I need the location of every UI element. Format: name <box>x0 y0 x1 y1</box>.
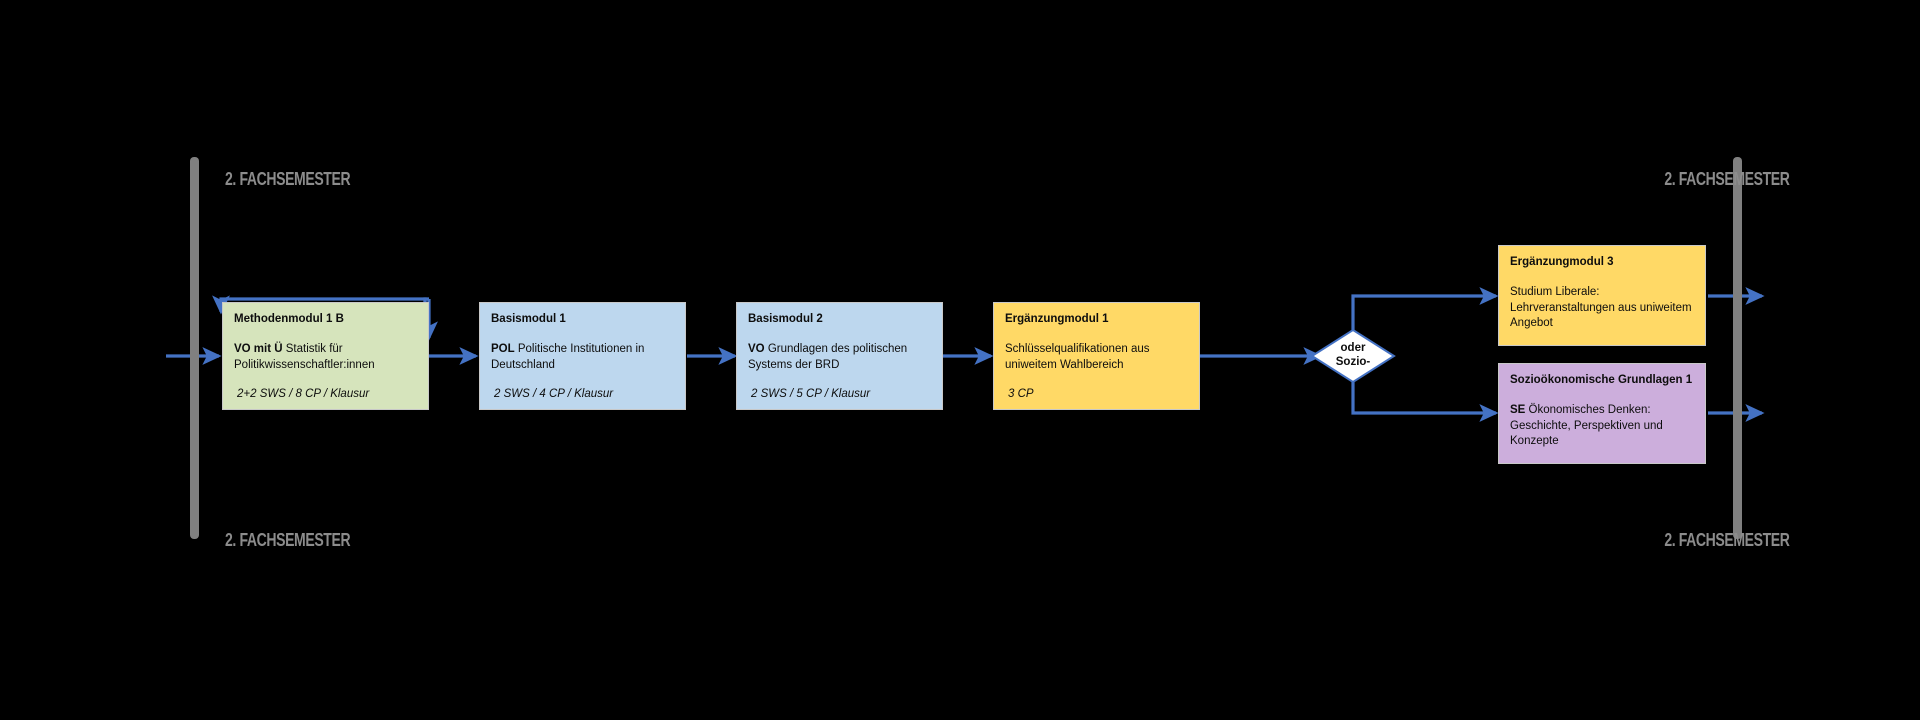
module-description-prefix: VO <box>748 343 765 356</box>
module-title: Methodenmodul 1 B <box>234 313 344 325</box>
module-ergaenzungmodul-3[interactable]: Ergänzungmodul 3 Studium Liberale: Lehrv… <box>1498 245 1706 346</box>
semester-label-bottom-right: 2. FACHSEMESTER <box>1664 530 1791 550</box>
module-description: VO mit Ü Statistik für Politikwissenscha… <box>234 342 417 373</box>
semester-divider-left-3 <box>190 281 199 353</box>
semester-divider-right-5 <box>1733 405 1742 477</box>
module-description-prefix: SE <box>1510 404 1526 417</box>
semester-label-top-left: 2. FACHSEMESTER <box>225 169 351 189</box>
module-description: Studium Liberale: Lehrveranstaltungen au… <box>1510 285 1694 331</box>
semester-label-top-right: 2. FACHSEMESTER <box>1664 169 1791 189</box>
module-credits: 2 SWS / 4 CP / Klausur <box>494 387 614 400</box>
semester-divider-left-5 <box>190 405 199 477</box>
decision-label-line-1: oder <box>1340 342 1366 355</box>
module-credits: 6 CP <box>1510 345 1694 346</box>
module-title: Basismodul 2 <box>748 313 823 325</box>
semester-divider-right-3 <box>1733 281 1742 353</box>
module-description-text: Schlüsselqualifikationen aus uniweitem W… <box>1005 343 1150 371</box>
semester-divider-right-6 <box>1733 467 1742 539</box>
semester-divider-left-4 <box>190 343 199 415</box>
module-methodenmodul-1b[interactable]: Methodenmodul 1 B VO mit Ü Statistik für… <box>222 302 429 410</box>
module-description-text: Statistik für Politikwissenschaftler:inn… <box>234 343 375 371</box>
semester-divider-left-1 <box>190 157 199 229</box>
module-description: VO Grundlagen des politischen Systems de… <box>748 342 931 373</box>
module-description: POL Politische Institutionen in Deutschl… <box>491 342 674 373</box>
module-description-text: Ökonomisches Denken: Geschichte, Perspek… <box>1510 404 1663 447</box>
wire-decision-up-to-erg3 <box>1351 287 1499 330</box>
module-credits: 2 SWS / 6 CP / Studienleistung <box>1510 463 1694 464</box>
semester-divider-left-2 <box>190 219 199 291</box>
module-title: Ergänzungmodul 1 <box>1005 313 1109 325</box>
module-credits: 3 CP <box>1008 387 1034 400</box>
wire-decision-down-to-sozio <box>1351 382 1499 422</box>
module-credits: 2+2 SWS / 8 CP / Klausur <box>237 387 370 400</box>
module-description-text: Studium Liberale: Lehrveranstaltungen au… <box>1510 286 1692 329</box>
module-title: Ergänzungmodul 3 <box>1510 256 1614 268</box>
module-description-text: Grundlagen des politischen Systems der B… <box>748 343 908 371</box>
decision-node-label: oder Sozio- <box>1312 330 1394 382</box>
module-description-prefix: POL <box>491 343 515 356</box>
module-credits: 2 SWS / 5 CP / Klausur <box>751 387 871 400</box>
module-title: Sozioökonomische Grundlagen 1 <box>1510 374 1693 386</box>
module-basismodul-2[interactable]: Basismodul 2 VO Grundlagen des politisch… <box>736 302 943 410</box>
module-ergaenzungmodul-1[interactable]: Ergänzungmodul 1 Schlüsselqualifikatione… <box>993 302 1200 410</box>
semester-divider-right-4 <box>1733 343 1742 415</box>
module-basismodul-1[interactable]: Basismodul 1 POL Politische Institutione… <box>479 302 686 410</box>
semester-label-bottom-left: 2. FACHSEMESTER <box>225 530 351 550</box>
module-soziooekonomische-grundlagen-1[interactable]: Sozioökonomische Grundlagen 1 SE Ökonomi… <box>1498 363 1706 464</box>
semester-divider-right-1 <box>1733 157 1742 229</box>
module-description-prefix: VO mit Ü <box>234 343 283 356</box>
decision-node-oder-sozio[interactable]: oder Sozio- <box>1312 330 1394 382</box>
semester-divider-right-2 <box>1733 219 1742 291</box>
module-description-text: Politische Institutionen in Deutschland <box>491 343 645 371</box>
decision-label-line-2: Sozio- <box>1335 356 1371 368</box>
module-description: SE Ökonomisches Denken: Geschichte, Pers… <box>1510 403 1694 449</box>
module-title: Basismodul 1 <box>491 313 566 325</box>
module-description: Schlüsselqualifikationen aus uniweitem W… <box>1005 342 1188 373</box>
semester-divider-left-6 <box>190 467 199 539</box>
